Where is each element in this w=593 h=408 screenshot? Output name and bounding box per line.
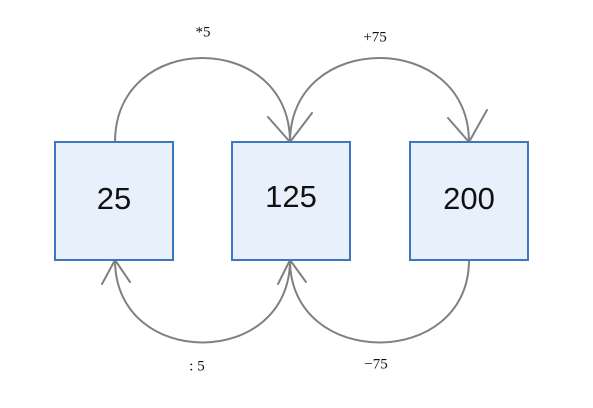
box-third-shape (409, 141, 529, 261)
arrow-subtract-curve (289, 259, 470, 344)
arrow-add (289, 57, 488, 143)
label-divide: : 5 (189, 358, 204, 374)
box-first-value: 25 (97, 181, 131, 216)
arrow-divide-curve (114, 259, 291, 344)
box-second-shape (231, 141, 351, 261)
arrow-multiply (114, 57, 313, 143)
arrow-divide (101, 259, 291, 344)
arrow-add-curve (289, 57, 470, 143)
box-third-value: 200 (443, 181, 495, 216)
arrow-multiply-curve (114, 57, 291, 143)
box-second: 125 (231, 141, 351, 261)
label-subtract: −75 (364, 356, 387, 372)
arrow-subtract (277, 259, 470, 344)
label-add: +75 (363, 29, 386, 45)
box-first-shape (54, 141, 174, 261)
box-third: 200 (409, 141, 529, 261)
box-second-value: 125 (265, 179, 317, 214)
label-multiply: *5 (196, 24, 211, 40)
box-first: 25 (54, 141, 174, 261)
